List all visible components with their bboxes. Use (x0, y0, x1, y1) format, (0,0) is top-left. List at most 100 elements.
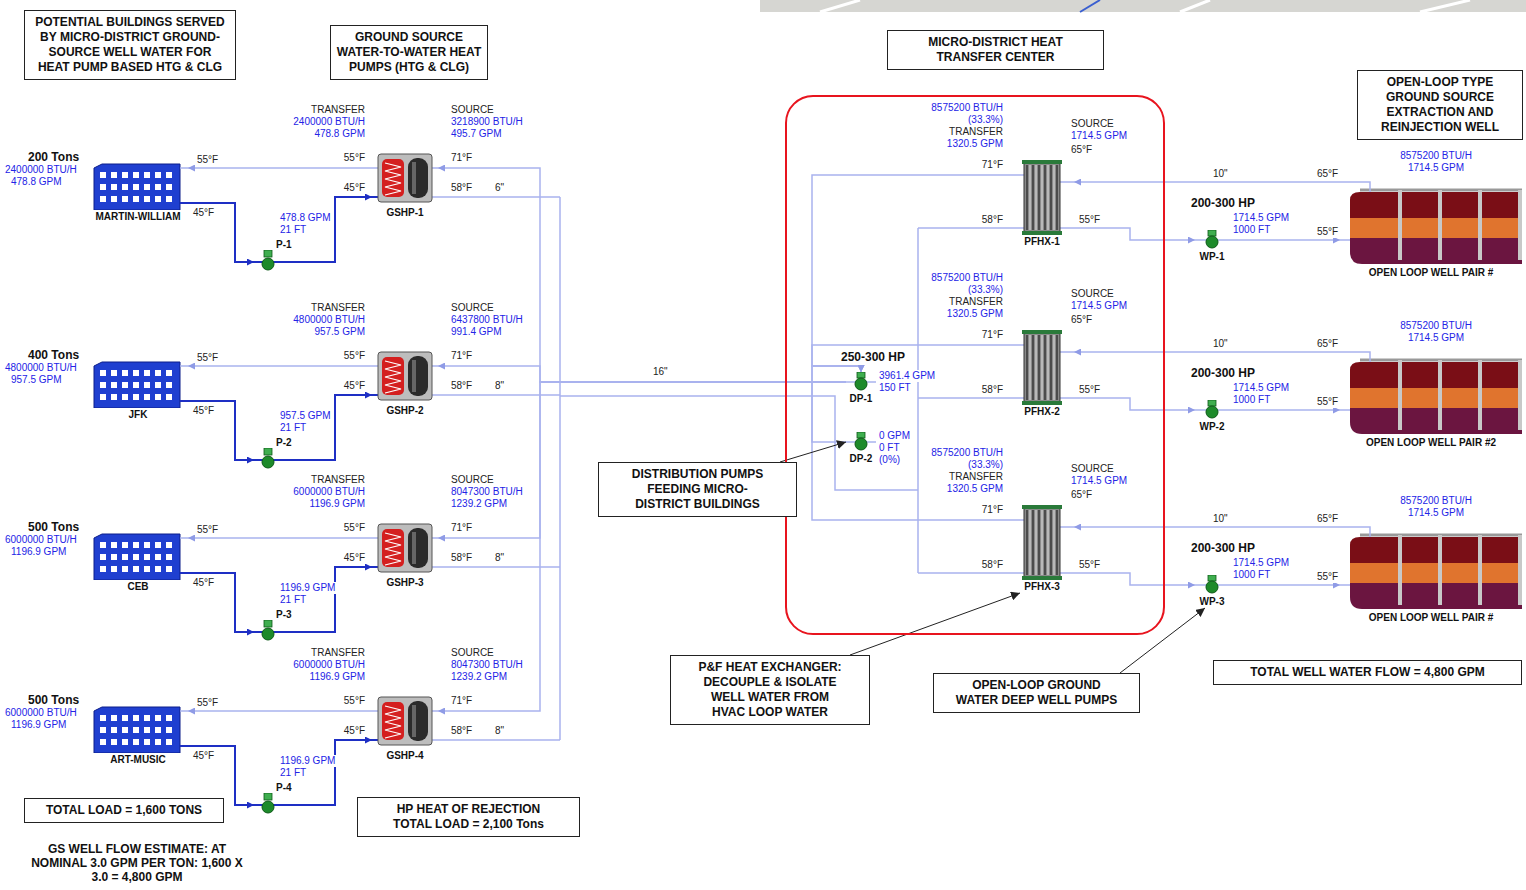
pipe-annotation: 58°F (450, 552, 473, 564)
pipe-annotation: SOURCE (450, 474, 495, 486)
map-strip (760, 0, 1526, 12)
pipe-annotation: TRANSFER (310, 647, 366, 659)
pump: WP-1 (1195, 230, 1229, 263)
flow-value: 1239.2 GPM (450, 498, 508, 510)
pipe-annotation: 58°F (981, 214, 1004, 226)
pipe-annotation: 10" (1212, 338, 1229, 350)
pump-icon (254, 250, 298, 274)
building: CEB (88, 530, 188, 593)
flow-value: 21 FT (279, 767, 307, 779)
flow-value: 8047300 BTU/H (450, 486, 524, 498)
pipe-annotation: 65°F (1316, 338, 1339, 350)
flow-value: 1714.5 GPM (1070, 475, 1128, 487)
loop-pump: P-2 (254, 448, 298, 472)
icon-label: MARTIN-WILLIAM (88, 210, 188, 223)
pipe-annotation: 45°F (192, 750, 215, 762)
pipe-annotation: 65°F (1070, 489, 1093, 501)
pump: DP-2 (846, 432, 876, 465)
note-box: P&F HEAT EXCHANGER: DECOUPLE & ISOLATE W… (670, 655, 870, 725)
pipe-annotation: 8" (494, 725, 505, 737)
heat-pump-icon (372, 693, 438, 749)
pipe-annotation: TRANSFER (310, 104, 366, 116)
pipe-annotation: 45°F (192, 405, 215, 417)
pipe-annotation: 58°F (450, 725, 473, 737)
icon-label: WP-2 (1195, 420, 1229, 433)
flow-value: 21 FT (279, 594, 307, 606)
pipe-annotation: 55°F (343, 350, 366, 362)
box-text: TOTAL LOAD = 1,600 TONS (30, 803, 218, 818)
pipe-connector (812, 345, 1010, 372)
pipe-annotation: 58°F (450, 380, 473, 392)
icon-label: DP-2 (846, 452, 876, 465)
estimate-note: GS WELL FLOW ESTIMATE: AT NOMINAL 3.0 GP… (21, 842, 253, 884)
flow-value: 6000000 BTU/H (4, 707, 78, 719)
building-icon (88, 358, 188, 408)
pipe-connector (188, 710, 372, 712)
flow-value: 1714.5 GPM (1232, 212, 1290, 224)
return-piping (438, 197, 1010, 740)
icon-label: JFK (88, 408, 188, 421)
pipe-annotation: 45°F (343, 182, 366, 194)
flow-value: 6000000 BTU/H (4, 534, 78, 546)
flow-value: 1196.9 GPM (279, 755, 336, 767)
box-text: DISTRIBUTION PUMPS FEEDING MICRO-DISTRIC… (604, 467, 791, 512)
callout-leader (780, 442, 846, 462)
pipe-annotation: 65°F (1070, 144, 1093, 156)
pipe-annotation: 55°F (343, 522, 366, 534)
icon-label: GSHP-4 (372, 749, 438, 762)
region-heading-box: MICRO-DISTRICT HEAT TRANSFER CENTER (887, 30, 1104, 70)
icon-label: PFHX-2 (1010, 405, 1074, 418)
pump-icon (254, 793, 298, 817)
loop-pump: P-3 (254, 620, 298, 644)
pipe-annotation: TRANSFER (948, 296, 1004, 308)
pipe-connector (188, 203, 254, 262)
pipe-annotation: 58°F (981, 384, 1004, 396)
pipe-connector (1074, 228, 1195, 240)
pipe-connector (1074, 573, 1195, 585)
heat-pump: GSHP-4 (372, 693, 438, 762)
heat-pump: GSHP-1 (372, 150, 438, 219)
icon-label: OPEN LOOP WELL PAIR # (1340, 611, 1522, 624)
building: MARTIN-WILLIAM (88, 160, 188, 223)
heat-pump-icon (372, 520, 438, 576)
pipe-annotation: 200-300 HP (1190, 196, 1256, 210)
pipe-connector (298, 197, 372, 262)
pipe-connector (1074, 526, 1340, 528)
pipe-annotation: 55°F (196, 154, 219, 166)
pipe-annotation: 45°F (343, 725, 366, 737)
pipe-annotation: 71°F (981, 329, 1004, 341)
flow-value: 957.5 GPM (313, 326, 366, 338)
flow-value: 1714.5 GPM (1232, 557, 1290, 569)
note-box: DISTRIBUTION PUMPS FEEDING MICRO-DISTRIC… (598, 462, 797, 517)
icon-label: GSHP-2 (372, 404, 438, 417)
pipe-annotation: SOURCE (450, 647, 495, 659)
note-box: POTENTIAL BUILDINGS SERVED BY MICRO-DIST… (24, 10, 236, 80)
pipe-annotation: 16" (652, 366, 669, 378)
heat-pump: GSHP-2 (372, 348, 438, 417)
note-box: TOTAL LOAD = 1,600 TONS (24, 798, 224, 823)
callout-leader (1120, 608, 1205, 673)
pipe-annotation: 55°F (196, 697, 219, 709)
pipe-annotation: TRANSFER (948, 471, 1004, 483)
pipe-annotation: 55°F (196, 352, 219, 364)
well-pair: OPEN LOOP WELL PAIR # (1340, 178, 1522, 279)
heat-exchanger: PFHX-3 (1010, 505, 1074, 593)
pipe-annotation: 71°F (981, 504, 1004, 516)
flow-value: 1196.9 GPM (10, 546, 67, 558)
pipe-annotation: 45°F (343, 380, 366, 392)
pipe-annotation: 250-300 HP (840, 350, 906, 364)
pipe-annotation: TRANSFER (948, 126, 1004, 138)
pipe-annotation: 65°F (1316, 513, 1339, 525)
flow-value: 1196.9 GPM (279, 582, 336, 594)
pipe-annotation: 55°F (1316, 396, 1339, 408)
icon-label: ART-MUSIC (88, 753, 188, 766)
pipe-annotation: 400 Tons (27, 348, 80, 362)
icon-label: CEB (88, 580, 188, 593)
flow-value: 21 FT (279, 224, 307, 236)
callout-leader (850, 593, 1020, 655)
icon-label: OPEN LOOP WELL PAIR #2 (1340, 436, 1522, 449)
icon-label: P-3 (276, 608, 292, 621)
flow-value: 0 GPM (878, 430, 911, 442)
flow-value: 1714.5 GPM (1070, 130, 1128, 142)
